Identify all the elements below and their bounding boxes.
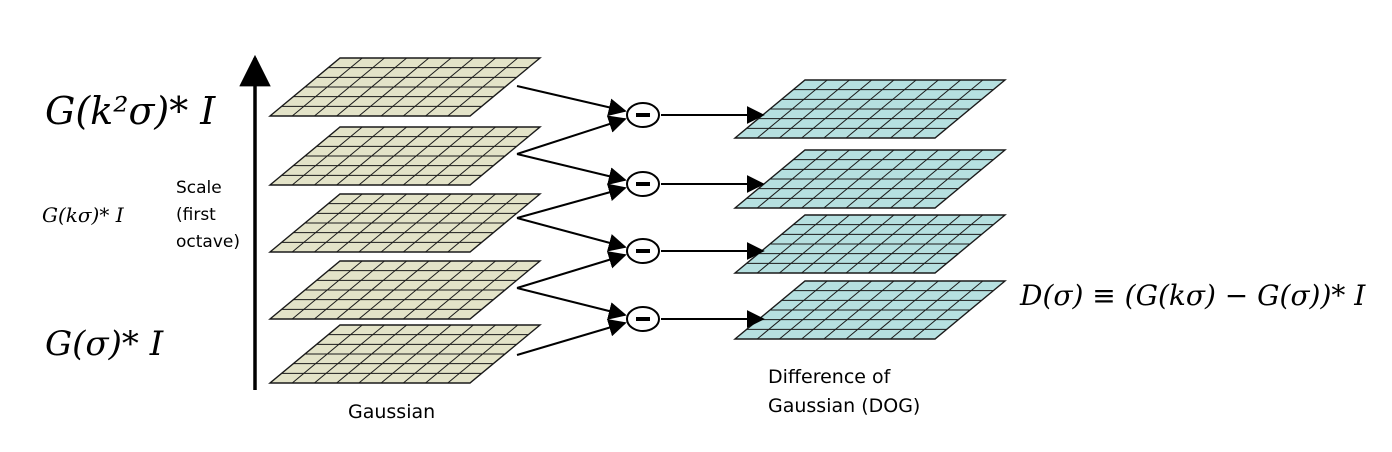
scale-label-line1: Scale xyxy=(176,178,222,198)
arrow-g2-to-op2 xyxy=(516,153,627,185)
arrow-g5-to-op4 xyxy=(516,318,627,356)
scale-label-line2: (first xyxy=(176,205,216,225)
dog-layer-1 xyxy=(733,79,1007,139)
subtract-operator-1 xyxy=(626,102,660,128)
formula-bottom: G(σ)* I xyxy=(45,324,164,364)
subtract-operators xyxy=(626,102,660,332)
dog-stack xyxy=(733,79,1007,340)
arrow-g4-to-op3 xyxy=(516,251,627,289)
subtract-operator-2 xyxy=(626,171,660,197)
gaussian-caption: Gaussian xyxy=(348,401,435,423)
gaussian-stack xyxy=(268,57,542,384)
gaussian-layer-4 xyxy=(268,260,542,320)
arrow-g3-to-op2 xyxy=(516,183,627,219)
dog-caption-line1: Difference of xyxy=(768,366,892,388)
dog-caption-line2: Gaussian (DOG) xyxy=(768,395,920,417)
subtract-operator-3 xyxy=(626,238,660,264)
dog-layer-3 xyxy=(733,214,1007,274)
arrow-g3-to-op3 xyxy=(516,217,627,252)
gaussian-layer-5 xyxy=(268,324,542,384)
dog-layer-4 xyxy=(733,280,1007,340)
flow-arrows xyxy=(516,85,765,356)
arrow-g4-to-op4 xyxy=(516,287,627,320)
gaussian-layer-3 xyxy=(268,193,542,253)
arrow-g2-to-op1 xyxy=(516,115,627,155)
formula-top: G(k²σ)* I xyxy=(45,89,216,133)
arrow-g1-to-op1 xyxy=(516,85,627,117)
scale-label-line3: octave) xyxy=(176,232,240,252)
subtract-operator-4 xyxy=(626,306,660,332)
gaussian-layer-1 xyxy=(268,57,542,117)
formula-middle: G(kσ)* I xyxy=(42,203,125,227)
dog-layer-2 xyxy=(733,149,1007,209)
gaussian-layer-2 xyxy=(268,126,542,186)
formula-dog: D(σ) ≡ (G(kσ) − G(σ))* I xyxy=(1019,279,1366,312)
